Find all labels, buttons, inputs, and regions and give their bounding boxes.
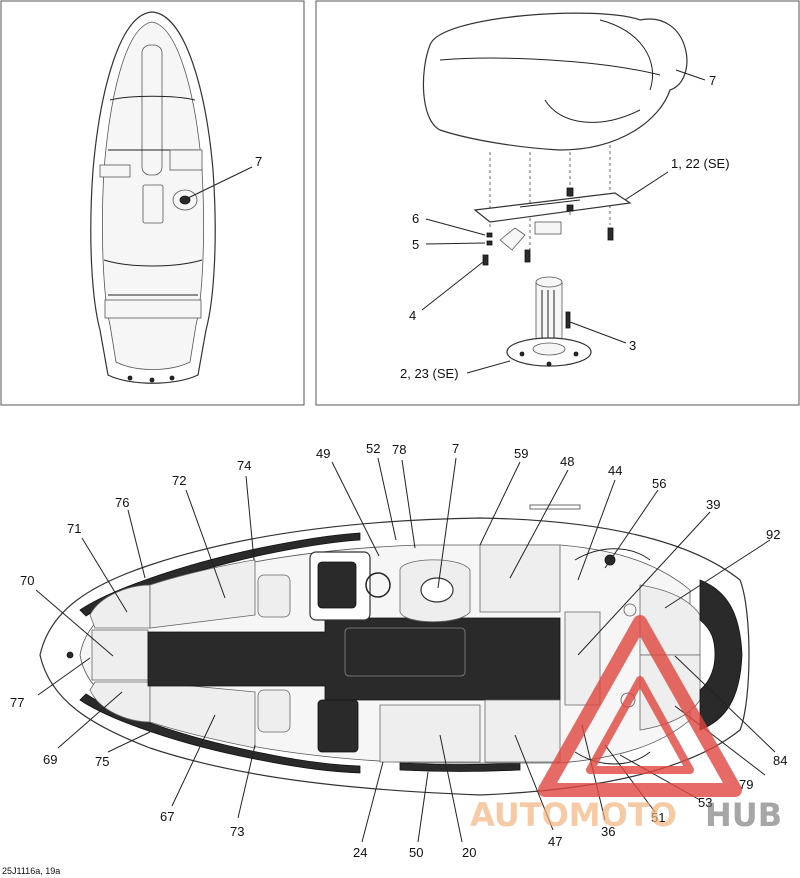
label-92: 92 <box>766 527 780 542</box>
label-75: 75 <box>95 754 109 769</box>
label-73: 73 <box>230 824 244 839</box>
panel-seat-assembly <box>315 0 800 406</box>
label-47: 47 <box>548 834 562 849</box>
label-78: 78 <box>392 442 406 457</box>
label-36: 36 <box>601 824 615 839</box>
label-50: 50 <box>409 845 423 860</box>
leader-top-left-7 <box>185 166 253 200</box>
label-69: 69 <box>43 752 57 767</box>
label-74: 74 <box>237 458 251 473</box>
label-56: 56 <box>652 476 666 491</box>
label-4: 4 <box>409 308 416 323</box>
label-20: 20 <box>462 845 476 860</box>
label-48: 48 <box>560 454 574 469</box>
label-49: 49 <box>316 446 330 461</box>
label-76: 76 <box>115 495 129 510</box>
watermark-text-automoto: AUTOMOTO <box>470 796 677 834</box>
label-5: 5 <box>412 237 419 252</box>
label-44: 44 <box>608 463 622 478</box>
seat-exploded-view <box>422 12 688 367</box>
label-84: 84 <box>773 753 787 768</box>
label-70: 70 <box>20 573 34 588</box>
label-seat-7: 7 <box>709 73 716 88</box>
label-3: 3 <box>629 338 636 353</box>
label-51: 51 <box>651 810 665 825</box>
label-24: 24 <box>353 845 367 860</box>
label-72: 72 <box>172 473 186 488</box>
bottom-leader-lines <box>35 457 776 843</box>
label-71: 71 <box>67 521 81 536</box>
label-base-1-22: 1, 22 (SE) <box>671 156 730 171</box>
label-67: 67 <box>160 809 174 824</box>
watermark-text-hub: HUB <box>705 796 782 834</box>
label-53: 53 <box>698 795 712 810</box>
label-39: 39 <box>706 497 720 512</box>
label-79: 79 <box>739 777 753 792</box>
label-6: 6 <box>412 211 419 226</box>
label-52: 52 <box>366 441 380 456</box>
automotohub-watermark: AUTOMOTO HUB <box>470 615 782 834</box>
panel-boat-overview <box>0 0 305 406</box>
label-top-left-7: 7 <box>255 154 262 169</box>
boat-top-view-small <box>90 11 216 384</box>
label-2-23: 2, 23 (SE) <box>400 366 459 381</box>
label-7-bottom: 7 <box>452 441 459 456</box>
label-59: 59 <box>514 446 528 461</box>
boat-top-view-detailed <box>39 504 750 796</box>
part-code: 25J1116a, 19a <box>2 866 60 876</box>
label-77: 77 <box>10 695 24 710</box>
